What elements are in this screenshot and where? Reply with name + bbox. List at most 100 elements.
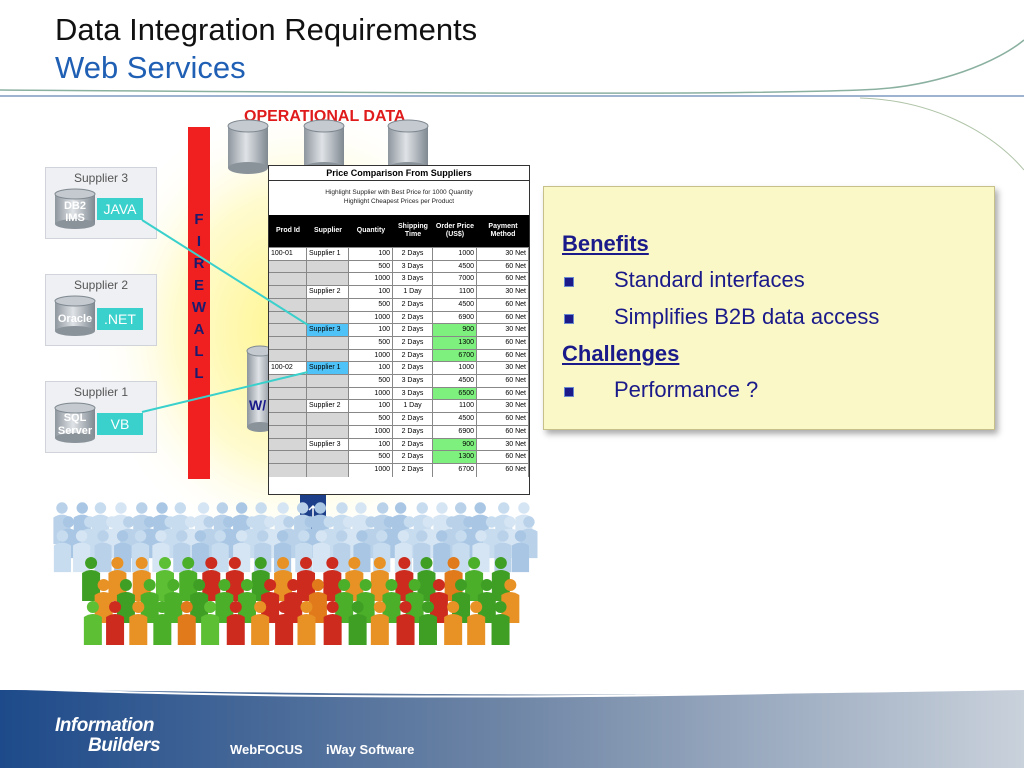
table-cell: 60 Net xyxy=(477,413,529,426)
table-cell: 100 xyxy=(349,248,393,261)
table-cell: 1100 xyxy=(433,286,477,299)
challenge-item: Performance ? xyxy=(614,377,759,402)
company-logo-line1: Information xyxy=(55,715,155,736)
table-cell: 60 Net xyxy=(477,298,529,312)
table-cell: 100 xyxy=(349,324,393,337)
person-icon xyxy=(465,557,484,601)
table-cell: 2 Days xyxy=(393,413,433,426)
supplier-1-db-line2: Server xyxy=(57,425,93,437)
person-icon xyxy=(418,601,437,645)
table-cell: 7000 xyxy=(433,273,477,287)
table-cell: 2 Days xyxy=(393,438,433,452)
supplier-3-box: Supplier 3 DB2 IMS JAVA xyxy=(45,167,157,239)
table-title: Price Comparison From Suppliers xyxy=(269,166,529,181)
table-cell: 1100 xyxy=(433,400,477,414)
table-cell: Supplier 2 xyxy=(307,286,349,299)
table-cell: 1000 xyxy=(349,311,393,325)
person-icon xyxy=(225,557,244,601)
person-icon xyxy=(312,530,330,573)
person-icon xyxy=(370,557,389,601)
table-cell xyxy=(269,298,307,312)
table-cell: 30 Net xyxy=(477,248,529,261)
table-cell: 500 xyxy=(349,298,393,312)
person-icon xyxy=(164,579,183,623)
table-cell: 1000 xyxy=(349,349,393,363)
table-cell: 100 xyxy=(349,362,393,375)
table-cell xyxy=(269,286,307,299)
table-cell: Supplier 3 xyxy=(307,324,349,337)
supplier-3-db-line1: DB2 xyxy=(63,200,86,212)
firewall-bar: F I R E W A L L xyxy=(188,127,210,479)
person-icon xyxy=(297,557,316,601)
table-cell: 100-01 xyxy=(269,248,307,261)
table-cell: 60 Net xyxy=(477,273,529,287)
table-cell: 2 Days xyxy=(393,463,433,477)
table-cell: 1000 xyxy=(349,387,393,401)
table-cell: 100 xyxy=(349,400,393,414)
table-cell: Supplier 2 xyxy=(307,400,349,414)
person-icon xyxy=(335,579,354,623)
person-icon xyxy=(94,579,113,623)
table-cell xyxy=(307,451,349,464)
table-header-row: Prod Id Supplier Quantity Shipping Time … xyxy=(269,215,529,247)
table-cell: 500 xyxy=(349,451,393,464)
table-cell: 1000 xyxy=(433,248,477,261)
table-cell: 1300 xyxy=(433,336,477,350)
table-cell: 60 Net xyxy=(477,463,529,477)
table-cell: 1000 xyxy=(349,463,393,477)
table-cell xyxy=(307,375,349,388)
table-cell: 3 Days xyxy=(393,273,433,287)
person-icon xyxy=(190,579,209,623)
person-icon xyxy=(323,601,342,645)
person-icon xyxy=(382,579,401,623)
table-cell: 30 Net xyxy=(477,286,529,299)
company-logo-line2: Builders xyxy=(88,735,161,756)
column-header: Supplier xyxy=(313,227,342,234)
supplier-2-label: Supplier 2 xyxy=(73,278,129,292)
table-cell: 2 Days xyxy=(393,311,433,325)
table-cell: 2 Days xyxy=(393,298,433,312)
column-header: Order Price (US$) xyxy=(435,223,475,238)
table-cell: 2 Days xyxy=(393,248,433,261)
table-cell: 60 Net xyxy=(477,375,529,388)
table-cell: 3 Days xyxy=(393,375,433,388)
table-cell: 500 xyxy=(349,336,393,350)
operational-data-label: OPERATIONAL DATA xyxy=(244,108,406,125)
supplier-1-tech-badge: VB xyxy=(97,413,143,435)
table-cell: 6700 xyxy=(433,463,477,477)
table-cell: 6700 xyxy=(433,349,477,363)
product-name: WebFOCUS xyxy=(230,742,303,757)
table-cell xyxy=(269,336,307,350)
table-subtitle: Highlight Cheapest Prices per Product xyxy=(343,198,455,205)
person-icon xyxy=(477,579,496,623)
table-cell: 4500 xyxy=(433,298,477,312)
person-icon xyxy=(94,530,112,573)
person-icon xyxy=(511,530,530,573)
benefit-item: Standard interfaces xyxy=(614,267,805,292)
person-icon xyxy=(179,557,198,601)
table-cell: 1000 xyxy=(349,425,393,439)
table-cell xyxy=(269,400,307,414)
table-cell xyxy=(307,273,349,287)
person-icon xyxy=(153,601,172,645)
benefit-item: Simplifies B2B data access xyxy=(614,304,880,329)
table-cell xyxy=(269,451,307,464)
column-header: Payment Method xyxy=(488,223,518,238)
supplier-2-box: Supplier 2 Oracle .NET xyxy=(45,274,157,346)
users-crowd-illustration xyxy=(53,502,538,645)
table-cell: 30 Net xyxy=(477,324,529,337)
table-cell: 3 Days xyxy=(393,260,433,274)
table-cell xyxy=(307,463,349,477)
person-icon xyxy=(106,601,125,645)
firewall-letter: L xyxy=(194,343,204,360)
database-icon xyxy=(54,295,96,336)
